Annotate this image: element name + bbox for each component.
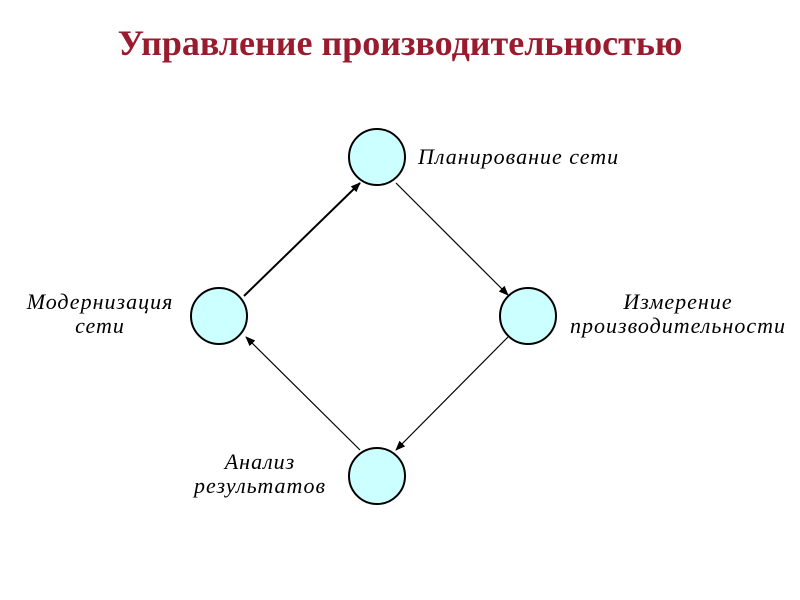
node-measurement-circle <box>499 287 557 345</box>
node-analysis-label: Анализ результатов <box>192 450 328 498</box>
arrow-measurement-to-analysis <box>395 336 509 451</box>
node-modernization-label-line2: сети <box>75 313 125 338</box>
node-analysis-label-line1: Анализ <box>224 449 296 474</box>
node-modernization-label: Модернизация сети <box>22 290 178 338</box>
node-modernization-circle <box>190 287 248 345</box>
node-planning-label-line1: Планирование сети <box>418 144 620 169</box>
node-planning-circle <box>348 128 406 186</box>
slide-title: Управление производительностью <box>117 23 683 63</box>
arrow-modernization-to-planning <box>243 182 361 297</box>
node-analysis-circle <box>348 447 406 505</box>
node-measurement-label-line1: Измерение <box>623 289 733 314</box>
node-analysis-label-line2: результатов <box>194 473 326 498</box>
node-planning-label: Планирование сети <box>418 145 619 169</box>
node-measurement-label-line2: производительности <box>570 313 786 338</box>
node-modernization-label-line1: Модернизация <box>26 289 174 314</box>
arrow-analysis-to-modernization <box>245 336 361 451</box>
arrow-planning-to-measurement <box>395 182 509 296</box>
node-measurement-label: Измерение производительности <box>566 290 790 338</box>
